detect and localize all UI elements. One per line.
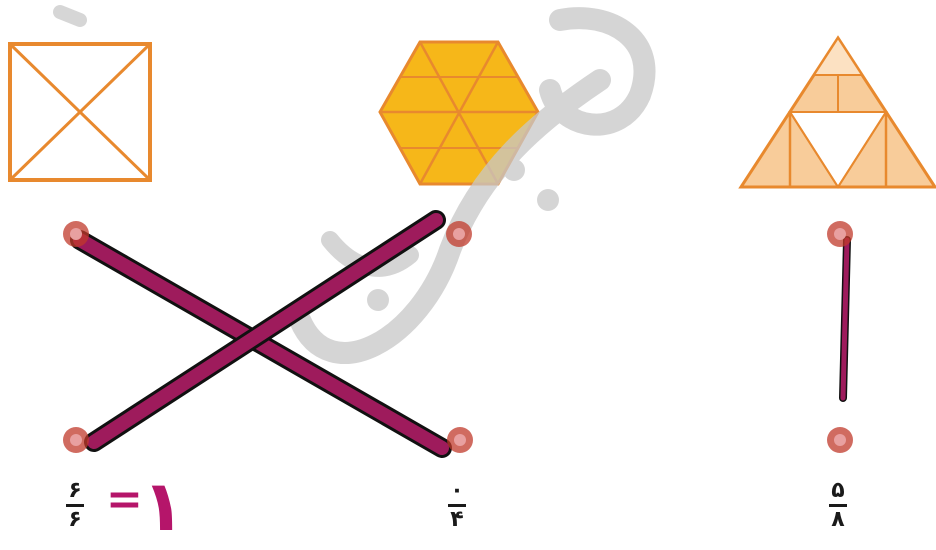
bottom-dot-left[interactable] bbox=[63, 427, 89, 453]
fraction-left-denominator: ۶ bbox=[68, 507, 82, 532]
fraction-middle-denominator: ۴ bbox=[450, 507, 464, 532]
top-dot-hexagon[interactable] bbox=[446, 221, 472, 247]
fraction-right: ۵ ۸ bbox=[829, 480, 847, 531]
fraction-left-numerator: ۶ bbox=[68, 478, 82, 503]
fraction-right-denominator: ۸ bbox=[831, 507, 845, 532]
fraction-left: ۶ ۶ bbox=[66, 480, 84, 531]
fraction-right-bar bbox=[829, 504, 847, 507]
fraction-right-numerator: ۵ bbox=[831, 478, 845, 503]
fraction-left-bar bbox=[66, 504, 84, 507]
fraction-middle-numerator: ۰ bbox=[450, 478, 464, 503]
bottom-dot-middle[interactable] bbox=[447, 427, 473, 453]
handwritten-equals-sign: = bbox=[106, 474, 143, 525]
bottom-dot-right[interactable] bbox=[827, 427, 853, 453]
square-shape bbox=[8, 42, 152, 182]
top-dot-square[interactable] bbox=[63, 221, 89, 247]
fraction-middle: ۰ ۴ bbox=[448, 480, 466, 531]
matching-line-hexagon-to-left bbox=[84, 210, 446, 452]
fraction-middle-bar bbox=[448, 504, 466, 507]
top-dot-triangle[interactable] bbox=[827, 221, 853, 247]
handwritten-answer-one: ۱ bbox=[142, 465, 185, 547]
triangle-shape bbox=[738, 35, 936, 189]
matching-line-triangle-to-right bbox=[839, 236, 851, 402]
watermark-logo bbox=[53, 5, 656, 364]
